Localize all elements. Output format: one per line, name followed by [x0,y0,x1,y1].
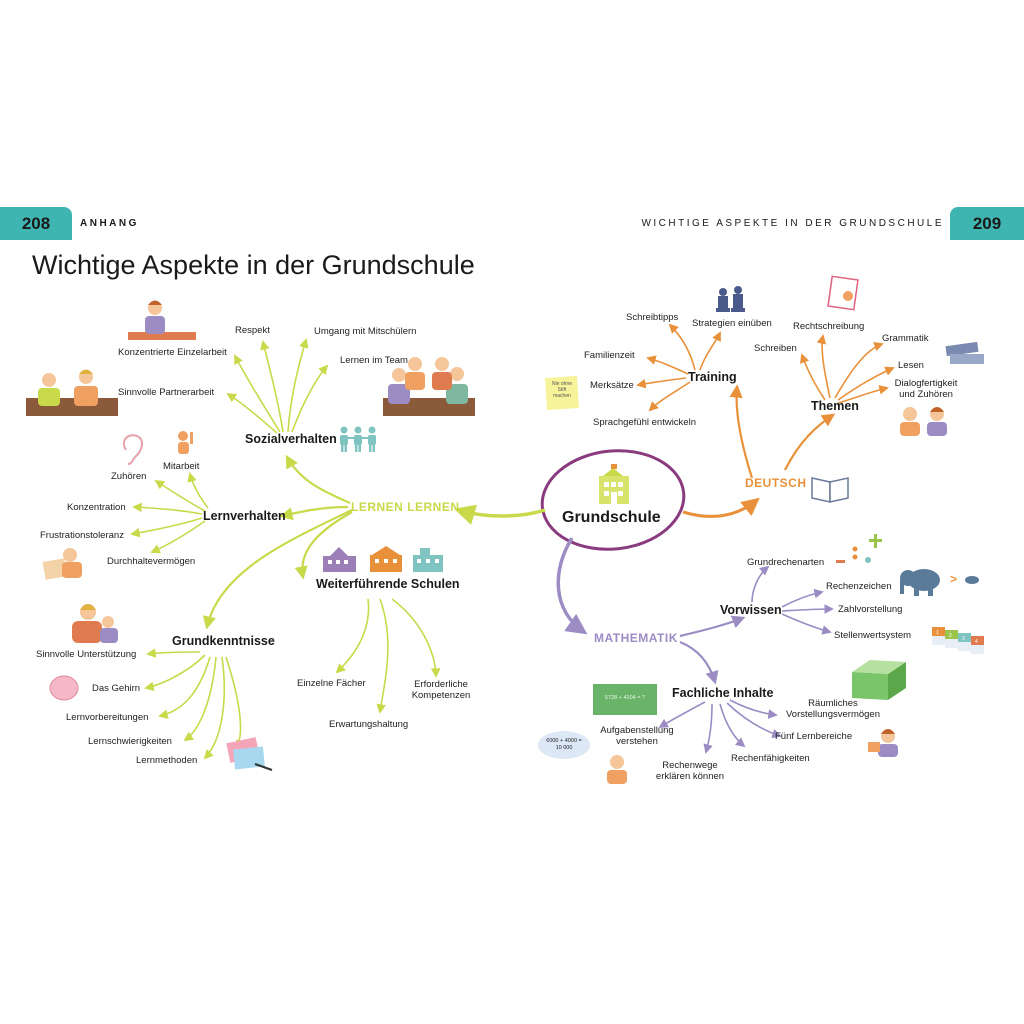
right-page-number: 209 [950,207,1024,240]
leaf-grammatik: Grammatik [882,333,929,344]
leaf-das-gehirn: Das Gehirn [92,683,141,694]
hub-vorwissen: Vorwissen [720,603,782,617]
place-value-chart-icon [932,627,984,654]
children-holding-hands-icon [340,426,376,452]
leaf-respekt: Respekt [235,325,270,336]
left-running-head: ANHANG [80,218,139,229]
parent-child-reading-illustration [72,604,118,643]
place-value-digit-3: 3 [962,636,965,642]
leaf-zahlvorstellung: Zahlvorstellung [838,604,903,615]
partner-desk-illustration [26,369,118,416]
hub-fachliche-inhalte: Fachliche Inhalte [672,686,774,700]
leaf-strategien-einueben: Strategien einüben [692,318,772,329]
ear-icon [122,434,143,465]
hub-weiterfuehrende-schulen: Weiterführende Schulen [316,577,460,591]
leaf-grundrechenarten: Grundrechenarten [747,557,825,568]
open-book-icon [811,477,849,503]
flashcards-icon [226,737,273,771]
math-operators-icon [836,534,882,563]
leaf-lernschwierigkeiten: Lernschwierigkeiten [88,736,172,747]
mouse-icon [965,576,979,584]
leaf-schreiben: Schreiben [754,343,797,354]
girl-reading-illustration [868,729,898,757]
right-running-head: WICHTIGE ASPEKTE IN DER GRUNDSCHULE [641,218,944,229]
chalkboard-text: 5728 + 4104 = ? [604,695,646,701]
leaf-sprachgefuehl-entwickeln: Sprachgefühl entwickeln [593,417,696,428]
greater-than-sign: > [950,572,958,586]
team-desk-illustration [383,357,475,416]
reading-child-illustration [42,548,82,580]
branch-mathematik: MATHEMATIK [594,631,678,645]
leaf-konzentration: Konzentration [67,502,126,513]
left-page-number: 208 [0,207,72,240]
leaf-lernvorbereitungen: Lernvorbereitungen [66,712,149,723]
hub-lernverhalten: Lernverhalten [203,509,286,523]
hand-writing-icon [827,275,859,311]
books-stack-icon [945,341,984,364]
place-value-digit-4: 4 [975,639,978,645]
leaf-familienzeit: Familienzeit [584,350,635,361]
link-center-mathematik [556,537,588,635]
leaf-fuenf-lernbereiche: Fünf Lernbereiche [775,731,853,742]
center-ring [540,449,686,551]
school-buildings-icon [323,546,443,572]
sticky-note-icon [544,375,580,411]
leaf-einzelne-faecher: Einzelne Fächer [297,678,366,689]
hub-themen: Themen [811,399,859,413]
leaf-rechenzeichen: Rechenzeichen [826,581,892,592]
place-value-digit-1: 1 [936,630,939,636]
leaf-mitarbeit: Mitarbeit [163,461,200,472]
place-value-digit-2: 2 [949,633,952,639]
raising-hand-child-icon [178,431,193,454]
chess-pieces-icon [716,286,745,312]
leaf-durchhaltevermoegen: Durchhaltevermögen [107,556,196,567]
brain-icon [49,675,79,701]
hub-grundkenntnisse: Grundkenntnisse [172,634,275,648]
leaf-lernmethoden: Lernmethoden [136,755,198,766]
leaf-zuhoeren: Zuhören [111,471,147,482]
boy-thinking-illustration [607,755,627,784]
leaf-merksaetze: Merksätze [590,380,634,391]
leaf-konzentrierte-einzelarbeit: Konzentrierte Einzelarbeit [118,347,227,358]
branch-lernen-lernen: LERNEN LERNEN [351,500,460,514]
thought-bubble-icon [538,731,590,759]
leaf-lesen: Lesen [898,360,924,371]
two-children-illustration [900,407,947,436]
branch-deutsch: DEUTSCH [745,476,807,490]
leaf-sinnvolle-partnerarbeit: Sinnvolle Partnerarbeit [118,387,215,398]
chalkboard-icon [593,684,657,715]
student-desk-top-illustration [128,300,196,340]
link-center-deutsch [682,497,760,518]
thought-bubble-text: 6000 + 4000 =10 000 [546,738,582,751]
cube-icon [852,660,906,700]
hub-sozialverhalten: Sozialverhalten [245,432,337,446]
leaf-umgang-mit-mitschuelern: Umgang mit Mitschülern [314,326,417,337]
leaf-stellenwertsystem: Stellenwertsystem [834,630,912,641]
leaf-schreibtipps: Schreibtipps [626,312,679,323]
leaf-rechtschreibung: Rechtschreibung [793,321,865,332]
page-title: Wichtige Aspekte in der Grundschule [32,250,475,280]
link-center-lernen [453,504,546,525]
leaf-frustrationstoleranz: Frustrationstoleranz [40,530,124,541]
elephant-icon [900,569,940,596]
leaf-sinnvolle-unterstuetzung: Sinnvolle Unterstützung [36,649,137,660]
leaf-lernen-im-team: Lernen im Team [340,355,408,366]
school-building-icon [599,464,629,504]
leaf-rechenfaehigkeiten: Rechenfähigkeiten [731,753,810,764]
center-node-grundschule: Grundschule [562,509,661,526]
hub-training: Training [688,370,737,384]
leaf-erwartungshaltung: Erwartungshaltung [329,719,409,730]
